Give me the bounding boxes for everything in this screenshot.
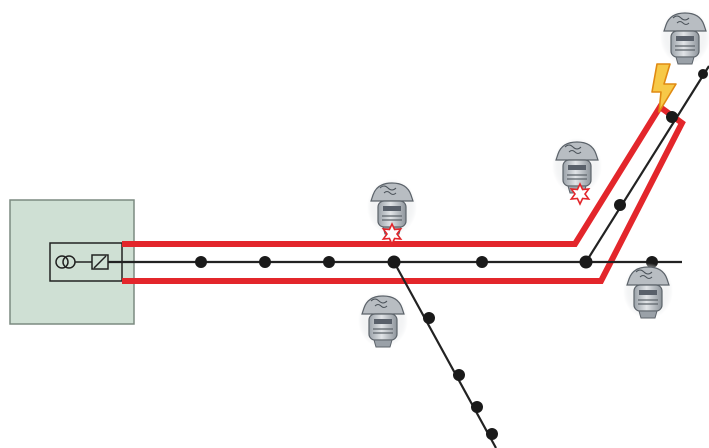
smart-meter-lower-left[interactable]	[357, 291, 409, 349]
smart-meter-right[interactable]	[622, 262, 674, 320]
smart-meter-top-right[interactable]	[659, 8, 709, 66]
lower-branch-nodes	[423, 312, 498, 440]
upper-branch-nodes	[614, 69, 708, 211]
lightning-bolt-icon	[651, 63, 677, 113]
smart-meter-upper-branch[interactable]	[551, 137, 603, 195]
